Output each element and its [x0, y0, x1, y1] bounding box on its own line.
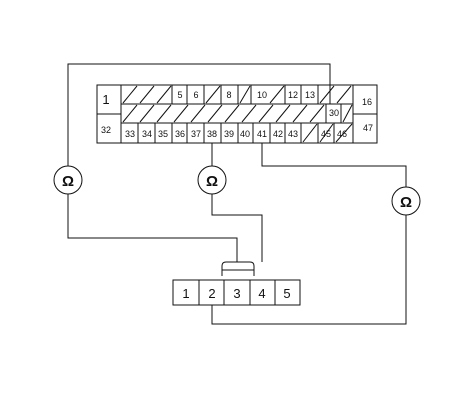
pin-label-38: 38 [207, 129, 217, 139]
main-connector-labels: 1 5 6 8 10 12 13 16 30 32 33 34 35 36 37… [101, 90, 373, 139]
small-pin-3: 3 [233, 286, 240, 301]
small-pin-1: 1 [182, 286, 189, 301]
pin-label-37: 37 [191, 129, 201, 139]
middle-row-dividers [325, 104, 342, 123]
pin-label-1: 1 [102, 92, 109, 107]
pin-label-33: 33 [125, 129, 135, 139]
pin-label-16: 16 [362, 97, 372, 107]
pin-label-10: 10 [257, 90, 267, 100]
pin-label-34: 34 [142, 129, 152, 139]
wire-pin41-to-right-meter [261, 143, 407, 187]
pin-label-47: 47 [363, 123, 373, 133]
small-connector-labels: 1 2 3 4 5 [182, 286, 290, 301]
wire-center-meter-to-pin4 [211, 194, 263, 262]
main-connector [96, 84, 378, 144]
pin-label-8: 8 [226, 90, 231, 100]
ohm-symbol-center: Ω [206, 173, 218, 190]
pin-label-6: 6 [193, 90, 198, 100]
pin-label-46: 46 [337, 129, 347, 139]
ohmmeter-center: Ω [197, 165, 227, 195]
bottom-row-dividers [137, 123, 335, 143]
top-row-dividers [171, 85, 319, 104]
small-pin-4: 4 [258, 286, 265, 301]
ohm-symbol-left: Ω [62, 173, 74, 190]
small-connector-body [172, 279, 301, 306]
pin-label-42: 42 [273, 129, 283, 139]
small-pin-5: 5 [283, 286, 290, 301]
pin-label-40: 40 [240, 129, 250, 139]
pin-label-30: 30 [329, 108, 339, 118]
ohm-symbol-right: Ω [400, 194, 412, 211]
pin-label-45: 45 [321, 129, 331, 139]
wire-left-meter-to-pin3 [67, 194, 238, 262]
ohmmeter-right: Ω [391, 186, 421, 216]
wires [67, 63, 407, 325]
small-connector [172, 261, 301, 306]
pin-label-41: 41 [257, 129, 267, 139]
connector-latch [221, 261, 255, 276]
pin-label-35: 35 [158, 129, 168, 139]
unused-cavity-hatches [122, 85, 353, 143]
pin-label-39: 39 [224, 129, 234, 139]
pin-label-43: 43 [288, 129, 298, 139]
pin-label-12: 12 [288, 90, 298, 100]
pin-label-32: 32 [101, 125, 111, 135]
ohmmeter-left: Ω [53, 165, 83, 195]
small-pin-2: 2 [208, 286, 215, 301]
pin-label-5: 5 [177, 90, 182, 100]
wire-right-meter-to-pin2 [211, 215, 407, 325]
wire-pin30-to-left-meter [67, 63, 331, 166]
pin-label-36: 36 [175, 129, 185, 139]
pin-label-13: 13 [305, 90, 315, 100]
